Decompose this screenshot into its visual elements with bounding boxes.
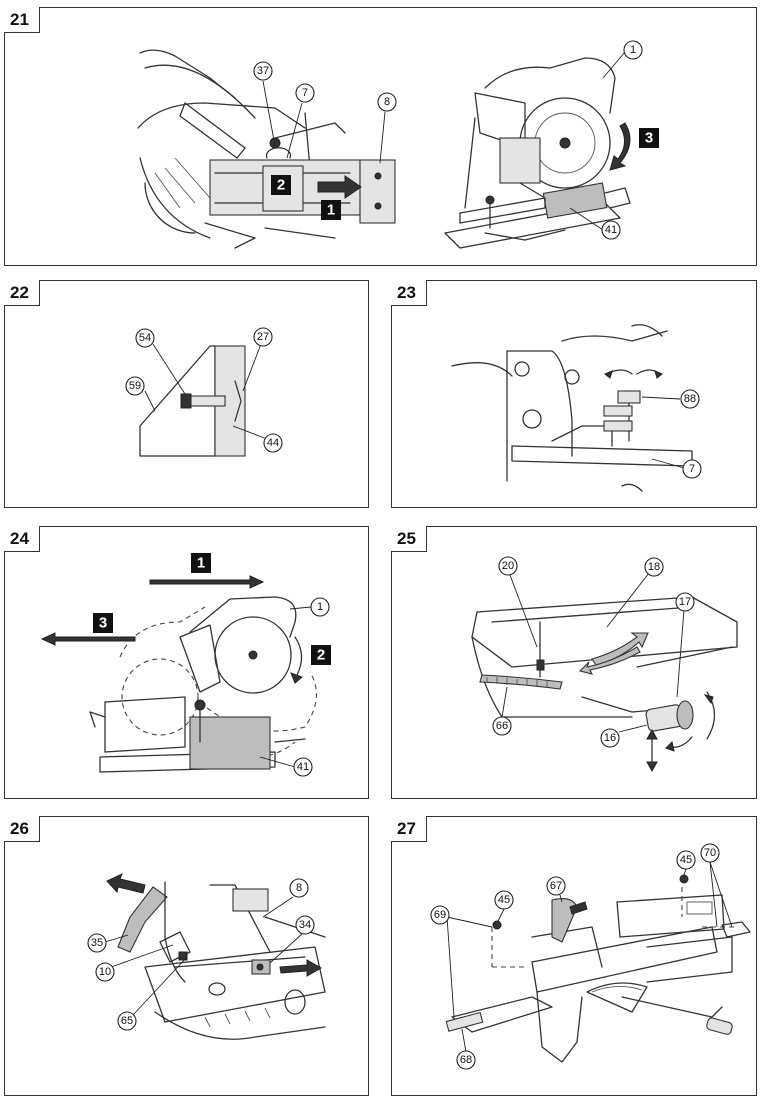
step-marker: 2 [311, 645, 331, 665]
figure-22-illustration: 54 27 59 44 [125, 327, 283, 457]
callout-17: 17 [675, 592, 695, 612]
callout-8: 8 [377, 92, 397, 112]
callout-label: 65 [121, 1015, 133, 1027]
callout-label: 7 [302, 87, 308, 99]
callout-41: 41 [601, 220, 621, 240]
figure-26-panel: 26 8 34 35 10 65 [4, 816, 369, 1096]
callout-label: 8 [296, 882, 302, 894]
callout-label: 59 [129, 380, 141, 392]
saw-left-drawing [137, 49, 396, 249]
callout-label: 68 [460, 1054, 472, 1066]
step-marker: 3 [93, 613, 113, 633]
callout-label: 8 [384, 96, 390, 108]
callout-10: 10 [95, 962, 115, 982]
callout-41: 41 [293, 757, 313, 777]
figure-25-illustration: 20 18 17 16 66 [471, 556, 738, 773]
callout-label: 2 [317, 647, 325, 664]
figure-24-panel: 24 1 3 2 [4, 526, 369, 799]
figure-26-illustration: 8 34 35 10 65 [87, 873, 326, 1040]
callout-label: 16 [604, 732, 616, 744]
saw-right-drawing [444, 57, 631, 249]
figure-number: 24 [4, 526, 40, 552]
callout-66: 66 [492, 716, 512, 736]
callout-7: 7 [682, 459, 702, 479]
callout-label: 20 [502, 560, 514, 572]
callout-label: 7 [689, 463, 695, 475]
figure-23-illustration: 88 7 [451, 324, 702, 492]
callout-20: 20 [498, 556, 518, 576]
callout-label: 35 [91, 937, 103, 949]
callout-label: 69 [434, 909, 446, 921]
step-marker: 1 [191, 553, 211, 573]
callout-label: 37 [257, 65, 269, 77]
callout-label: 44 [267, 437, 279, 449]
callout-65: 65 [117, 1011, 137, 1031]
callout-88: 88 [680, 389, 700, 409]
figure-24-illustration: 1 3 2 1 41 [40, 553, 331, 777]
callout-label: 45 [498, 894, 510, 906]
callout-18: 18 [644, 557, 664, 577]
callout-label: 2 [277, 177, 285, 194]
callout-16: 16 [600, 728, 620, 748]
callout-45: 45 [676, 850, 696, 870]
callout-label: 67 [550, 880, 562, 892]
callout-45: 45 [494, 890, 514, 910]
callout-label: 10 [99, 966, 111, 978]
callout-label: 1 [630, 44, 636, 56]
figure-23-panel: 23 88 7 [391, 280, 757, 508]
figure-number: 25 [391, 526, 427, 552]
callout-label: 66 [496, 720, 508, 732]
callout-69: 69 [430, 905, 450, 925]
callout-44: 44 [263, 433, 283, 453]
callout-70: 70 [700, 843, 720, 863]
callout-label: 41 [605, 224, 617, 236]
callout-label: 34 [299, 919, 311, 931]
figure-27-panel: 27 45 67 45 70 69 68 [391, 816, 757, 1096]
callout-label: 41 [297, 761, 309, 773]
callout-label: 88 [684, 393, 696, 405]
callout-label: 1 [327, 202, 335, 219]
callout-label: 3 [645, 130, 653, 147]
callout-27: 27 [253, 327, 273, 347]
callout-59: 59 [125, 376, 145, 396]
figure-25-panel: 25 20 18 17 16 66 [391, 526, 757, 799]
callout-34: 34 [295, 915, 315, 935]
figure-22-panel: 22 54 27 59 44 [4, 280, 369, 508]
callout-label: 70 [704, 847, 716, 859]
figure-number: 26 [4, 816, 40, 842]
figure-21-illustration: 2 1 37 7 8 [137, 40, 659, 249]
step-marker: 3 [639, 128, 659, 148]
callout-label: 1 [317, 601, 323, 613]
callout-label: 17 [679, 596, 691, 608]
callout-54: 54 [135, 328, 155, 348]
figure-21-panel: 21 2 1 [4, 7, 757, 266]
callout-37: 37 [253, 61, 273, 81]
callout-label: 45 [680, 854, 692, 866]
callout-7: 7 [295, 83, 315, 103]
callout-label: 54 [139, 332, 151, 344]
callout-1: 1 [310, 597, 330, 617]
step-marker: 1 [321, 200, 341, 220]
callout-label: 3 [99, 615, 107, 632]
figure-number: 21 [4, 7, 40, 33]
callout-label: 27 [257, 331, 269, 343]
callout-68: 68 [456, 1050, 476, 1070]
callout-1: 1 [623, 40, 643, 60]
figure-number: 22 [4, 280, 40, 306]
callout-67: 67 [546, 876, 566, 896]
step-marker: 2 [271, 175, 291, 195]
callout-label: 1 [197, 555, 205, 572]
callout-35: 35 [87, 933, 107, 953]
figure-number: 27 [391, 816, 427, 842]
callout-8: 8 [289, 878, 309, 898]
figure-number: 23 [391, 280, 427, 306]
figure-27-illustration: 45 67 45 70 69 68 [430, 843, 751, 1070]
callout-label: 18 [648, 561, 660, 573]
